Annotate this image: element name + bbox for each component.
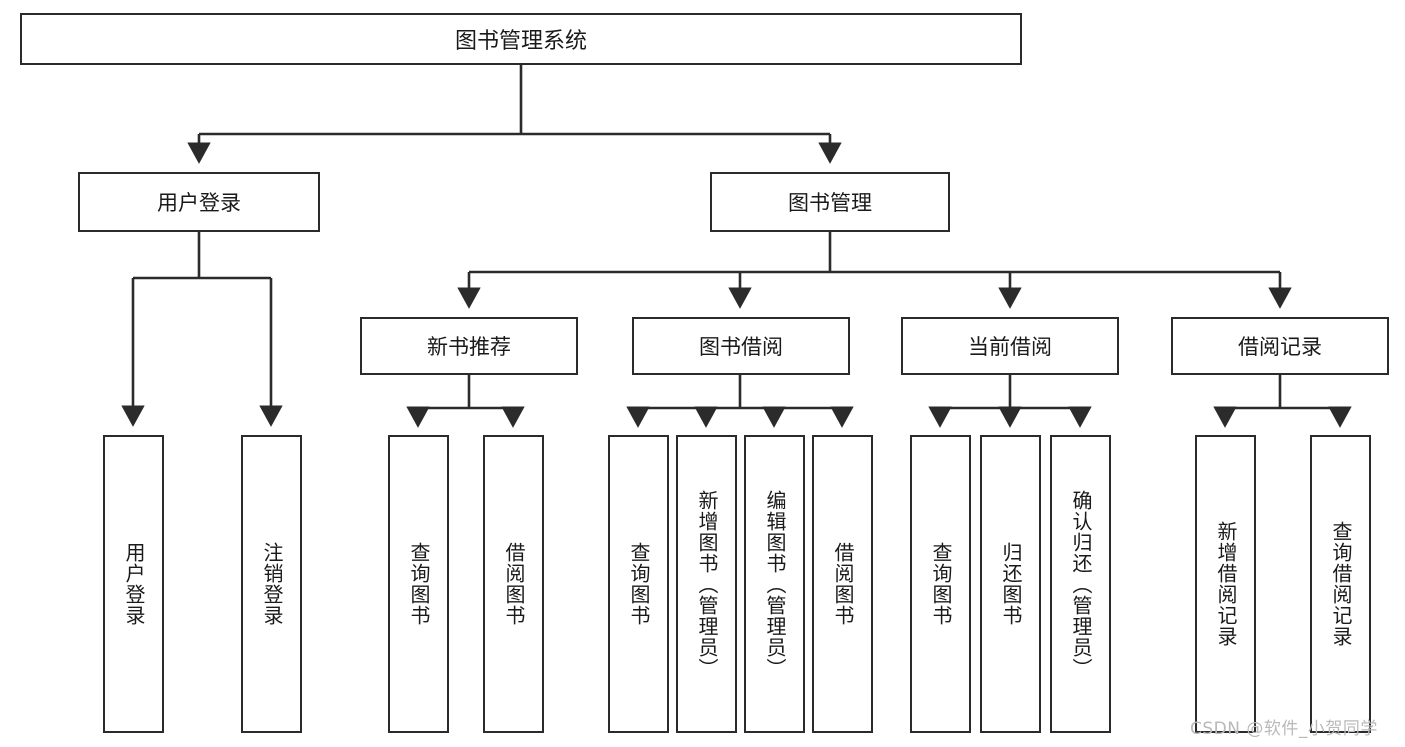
node-leaf-book-borrow-edit[interactable]: 编辑图书（管理员） — [744, 435, 805, 733]
node-leaf-label: 确认归还（管理员） — [1069, 489, 1093, 679]
node-leaf-user-login-logout[interactable]: 注销登录 — [241, 435, 302, 733]
node-leaf-borrow-record-query[interactable]: 查询借阅记录 — [1310, 435, 1371, 733]
node-leaf-label: 注销登录 — [260, 542, 284, 626]
node-root-library-management-system[interactable]: 图书管理系统 — [20, 13, 1022, 65]
node-leaf-label: 借阅图书 — [502, 542, 526, 626]
node-leaf-new-book-query[interactable]: 查询图书 — [388, 435, 449, 733]
node-leaf-book-borrow-add[interactable]: 新增图书（管理员） — [676, 435, 737, 733]
node-new-book-recommend[interactable]: 新书推荐 — [360, 317, 578, 375]
node-leaf-current-borrow-return[interactable]: 归还图书 — [980, 435, 1041, 733]
node-leaf-new-book-borrow[interactable]: 借阅图书 — [483, 435, 544, 733]
node-leaf-label: 新增借阅记录 — [1214, 521, 1238, 647]
node-leaf-borrow-record-add[interactable]: 新增借阅记录 — [1195, 435, 1256, 733]
node-leaf-label: 新增图书（管理员） — [695, 489, 719, 679]
node-leaf-user-login-login[interactable]: 用户登录 — [103, 435, 164, 733]
node-book-borrow[interactable]: 图书借阅 — [632, 317, 850, 375]
node-book-management[interactable]: 图书管理 — [710, 172, 950, 232]
node-leaf-label: 归还图书 — [999, 542, 1023, 626]
node-leaf-label: 借阅图书 — [831, 542, 855, 626]
node-leaf-label: 查询图书 — [929, 542, 953, 626]
node-book-borrow-label: 图书借阅 — [699, 335, 783, 359]
node-leaf-current-borrow-confirm-return[interactable]: 确认归还（管理员） — [1050, 435, 1111, 733]
node-leaf-label: 编辑图书（管理员） — [763, 489, 787, 679]
node-user-login-label: 用户登录 — [157, 191, 241, 215]
node-borrow-record-label: 借阅记录 — [1238, 335, 1322, 359]
node-leaf-label: 用户登录 — [122, 542, 146, 626]
node-current-borrow-label: 当前借阅 — [968, 335, 1052, 359]
node-root-label: 图书管理系统 — [454, 29, 587, 54]
node-leaf-book-borrow-query[interactable]: 查询图书 — [608, 435, 669, 733]
node-leaf-label: 查询图书 — [407, 542, 431, 626]
node-current-borrow[interactable]: 当前借阅 — [901, 317, 1119, 375]
node-leaf-current-borrow-query[interactable]: 查询图书 — [910, 435, 971, 733]
node-borrow-record[interactable]: 借阅记录 — [1171, 317, 1389, 375]
node-book-management-label: 图书管理 — [788, 191, 872, 215]
node-new-book-recommend-label: 新书推荐 — [427, 335, 511, 359]
node-leaf-label: 查询借阅记录 — [1329, 521, 1353, 647]
node-leaf-book-borrow-borrow[interactable]: 借阅图书 — [812, 435, 873, 733]
node-user-login[interactable]: 用户登录 — [78, 172, 320, 232]
node-leaf-label: 查询图书 — [627, 542, 651, 626]
